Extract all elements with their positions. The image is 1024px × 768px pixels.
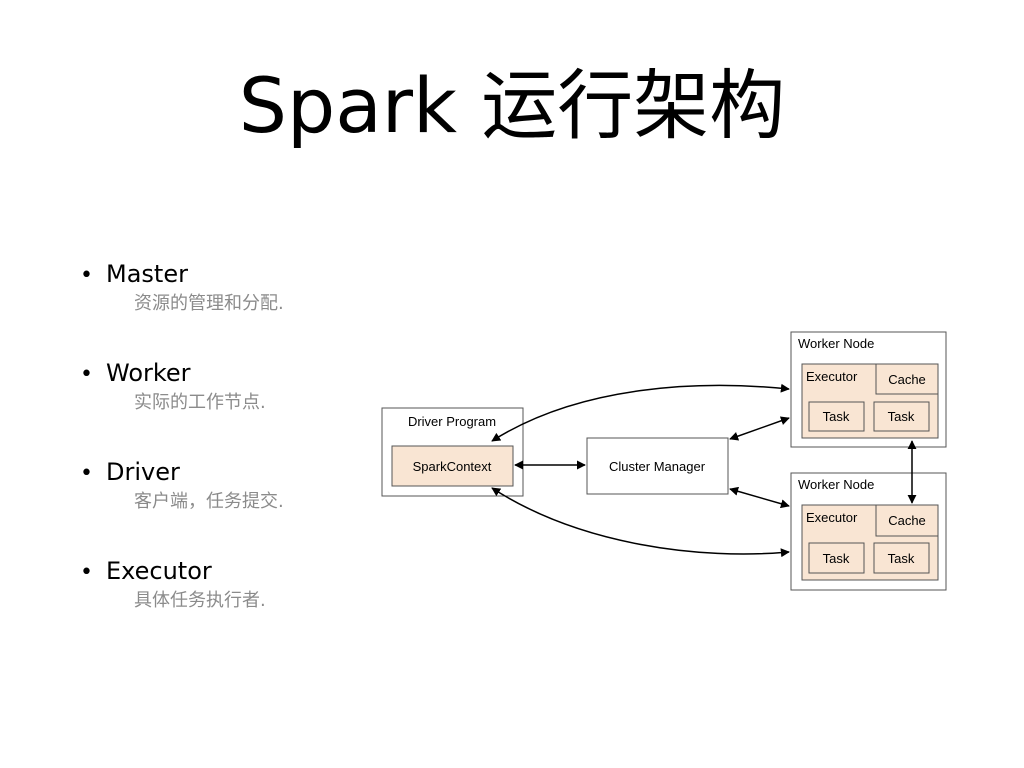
task-box	[808, 401, 865, 432]
task-box	[873, 542, 930, 574]
driver-program-box: Driver Program SparkContext	[381, 407, 524, 497]
arrow-cluster-manager-to-worker-1	[729, 416, 790, 441]
slide-title: Spark 运行架构	[238, 61, 786, 150]
arrow-cluster-manager-to-worker-2	[729, 486, 790, 509]
bullet-description: 实际的工作节点.	[134, 392, 266, 413]
bullet-description: 资源的管理和分配.	[134, 293, 284, 314]
cluster-manager-box: Cluster Manager	[586, 437, 729, 495]
worker-node-1: Worker Node Executor Cache Task Task	[790, 331, 947, 448]
bullet-heading: Driver	[106, 458, 180, 486]
worker-node-2: Worker Node Executor Cache Task Task	[790, 472, 947, 591]
task-label: Task	[888, 551, 915, 566]
task-box	[873, 401, 930, 432]
bullet-description: 客户端，任务提交.	[134, 491, 284, 512]
cache-label: Cache	[888, 372, 926, 387]
task-box	[808, 542, 865, 574]
cache-box	[875, 504, 939, 537]
cluster-manager-label: Cluster Manager	[609, 459, 706, 474]
driver-program-label: Driver Program	[408, 414, 496, 429]
bullet-heading: Executor	[106, 557, 212, 585]
arrow-driver-to-worker-1	[491, 383, 790, 442]
bullet-dot-icon: •	[80, 461, 93, 486]
spark-context-label: SparkContext	[413, 459, 492, 474]
bullet-dot-icon: •	[80, 263, 93, 288]
bullet-dot-icon: •	[80, 362, 93, 387]
bullet-heading: Master	[106, 260, 188, 288]
bullet-description: 具体任务执行者.	[134, 590, 266, 611]
bullet-dot-icon: •	[80, 560, 93, 585]
bullet-heading: Worker	[106, 359, 191, 387]
arrow-driver-to-worker-2	[491, 487, 790, 558]
task-label: Task	[823, 551, 850, 566]
worker-node-label: Worker Node	[798, 477, 874, 492]
spark-context-box	[391, 445, 514, 487]
cache-box	[875, 363, 939, 395]
worker-node-label: Worker Node	[798, 336, 874, 351]
executor-label: Executor	[806, 369, 858, 384]
task-label: Task	[888, 409, 915, 424]
cache-label: Cache	[888, 513, 926, 528]
executor-label: Executor	[806, 510, 858, 525]
task-label: Task	[823, 409, 850, 424]
